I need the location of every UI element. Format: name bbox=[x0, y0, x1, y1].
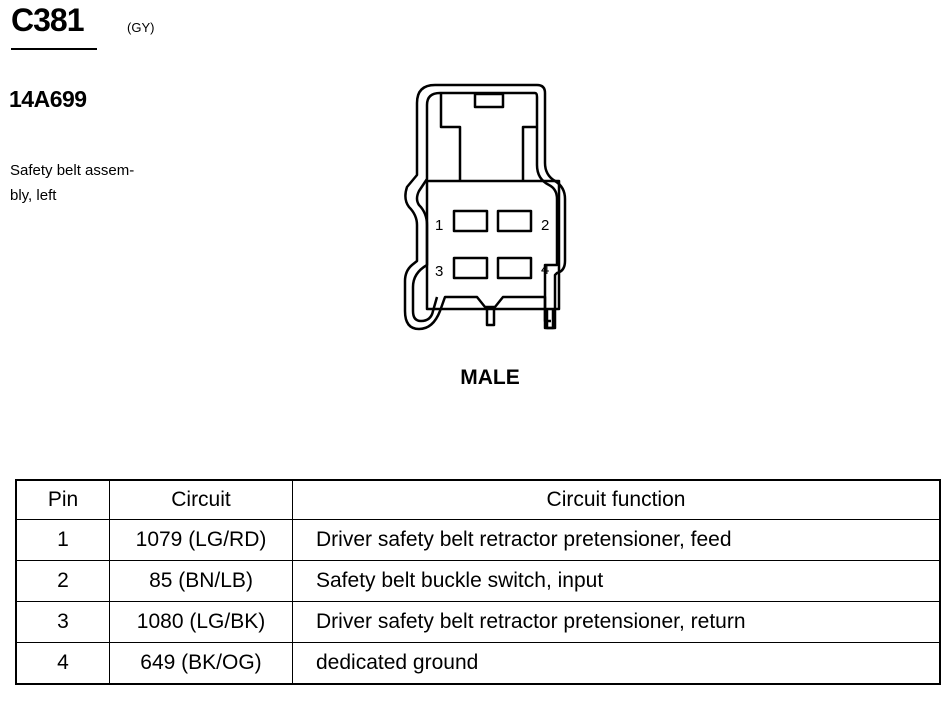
bottom-key-left bbox=[485, 309, 496, 327]
cell-circuit: 649 (BK/OG) bbox=[109, 642, 293, 685]
bottom-key-right bbox=[545, 309, 555, 330]
connector-color: (GY) bbox=[127, 20, 155, 35]
pin-label-3: 3 bbox=[435, 263, 443, 280]
cell-pin: 1 bbox=[15, 519, 110, 561]
pin-cavity-3 bbox=[452, 256, 489, 280]
connector-outer-shell bbox=[403, 83, 567, 331]
description-line-2: bly, left bbox=[10, 187, 57, 204]
cell-circuit: 1080 (LG/BK) bbox=[109, 601, 293, 643]
pinout-table: Pin Circuit Circuit function 1 1079 (LG/… bbox=[15, 479, 941, 685]
connector-title-underline bbox=[11, 48, 97, 50]
part-number: 14A699 bbox=[9, 86, 87, 112]
cell-circuit-function: dedicated ground bbox=[292, 642, 941, 685]
cell-circuit: 85 (BN/LB) bbox=[109, 560, 293, 602]
latch-arm-left bbox=[439, 93, 462, 181]
table-row: 4 649 (BK/OG) dedicated ground bbox=[15, 642, 941, 685]
pin-label-2: 2 bbox=[541, 217, 549, 234]
cell-pin: 3 bbox=[15, 601, 110, 643]
connector-inner-body bbox=[425, 179, 561, 311]
latch-tab bbox=[473, 92, 505, 109]
pin-cavity-1 bbox=[452, 209, 489, 233]
pin-label-1: 1 bbox=[435, 217, 443, 234]
table-row: 3 1080 (LG/BK) Driver safety belt retrac… bbox=[15, 601, 941, 643]
connector-gender-label: MALE bbox=[460, 366, 520, 389]
table-row: 1 1079 (LG/RD) Driver safety belt retrac… bbox=[15, 519, 941, 561]
latch-arm-right bbox=[521, 125, 537, 181]
header-pin: Pin bbox=[15, 479, 110, 520]
table-header-row: Pin Circuit Circuit function bbox=[15, 479, 941, 520]
table-row: 2 85 (BN/LB) Safety belt buckle switch, … bbox=[15, 560, 941, 602]
cell-pin: 4 bbox=[15, 642, 110, 685]
cell-circuit-function: Driver safety belt retractor pretensione… bbox=[292, 601, 941, 643]
pin-cavity-4 bbox=[496, 256, 533, 280]
cell-circuit: 1079 (LG/RD) bbox=[109, 519, 293, 561]
connector-inner-shell bbox=[440, 91, 559, 323]
header-circuit-function: Circuit function bbox=[292, 479, 941, 520]
cell-circuit-function: Safety belt buckle switch, input bbox=[292, 560, 941, 602]
header-circuit: Circuit bbox=[109, 479, 293, 520]
cell-pin: 2 bbox=[15, 560, 110, 602]
connector-face-diagram: 1 2 3 4 bbox=[403, 83, 567, 331]
pin-cavity-2 bbox=[496, 209, 533, 233]
cell-circuit-function: Driver safety belt retractor pretensione… bbox=[292, 519, 941, 561]
description-line-1: Safety belt assem- bbox=[10, 162, 135, 179]
pin-label-4: 4 bbox=[541, 261, 549, 278]
connector-title: C381 bbox=[11, 2, 84, 38]
component-description: Safety belt assem- bly, left bbox=[10, 158, 170, 208]
